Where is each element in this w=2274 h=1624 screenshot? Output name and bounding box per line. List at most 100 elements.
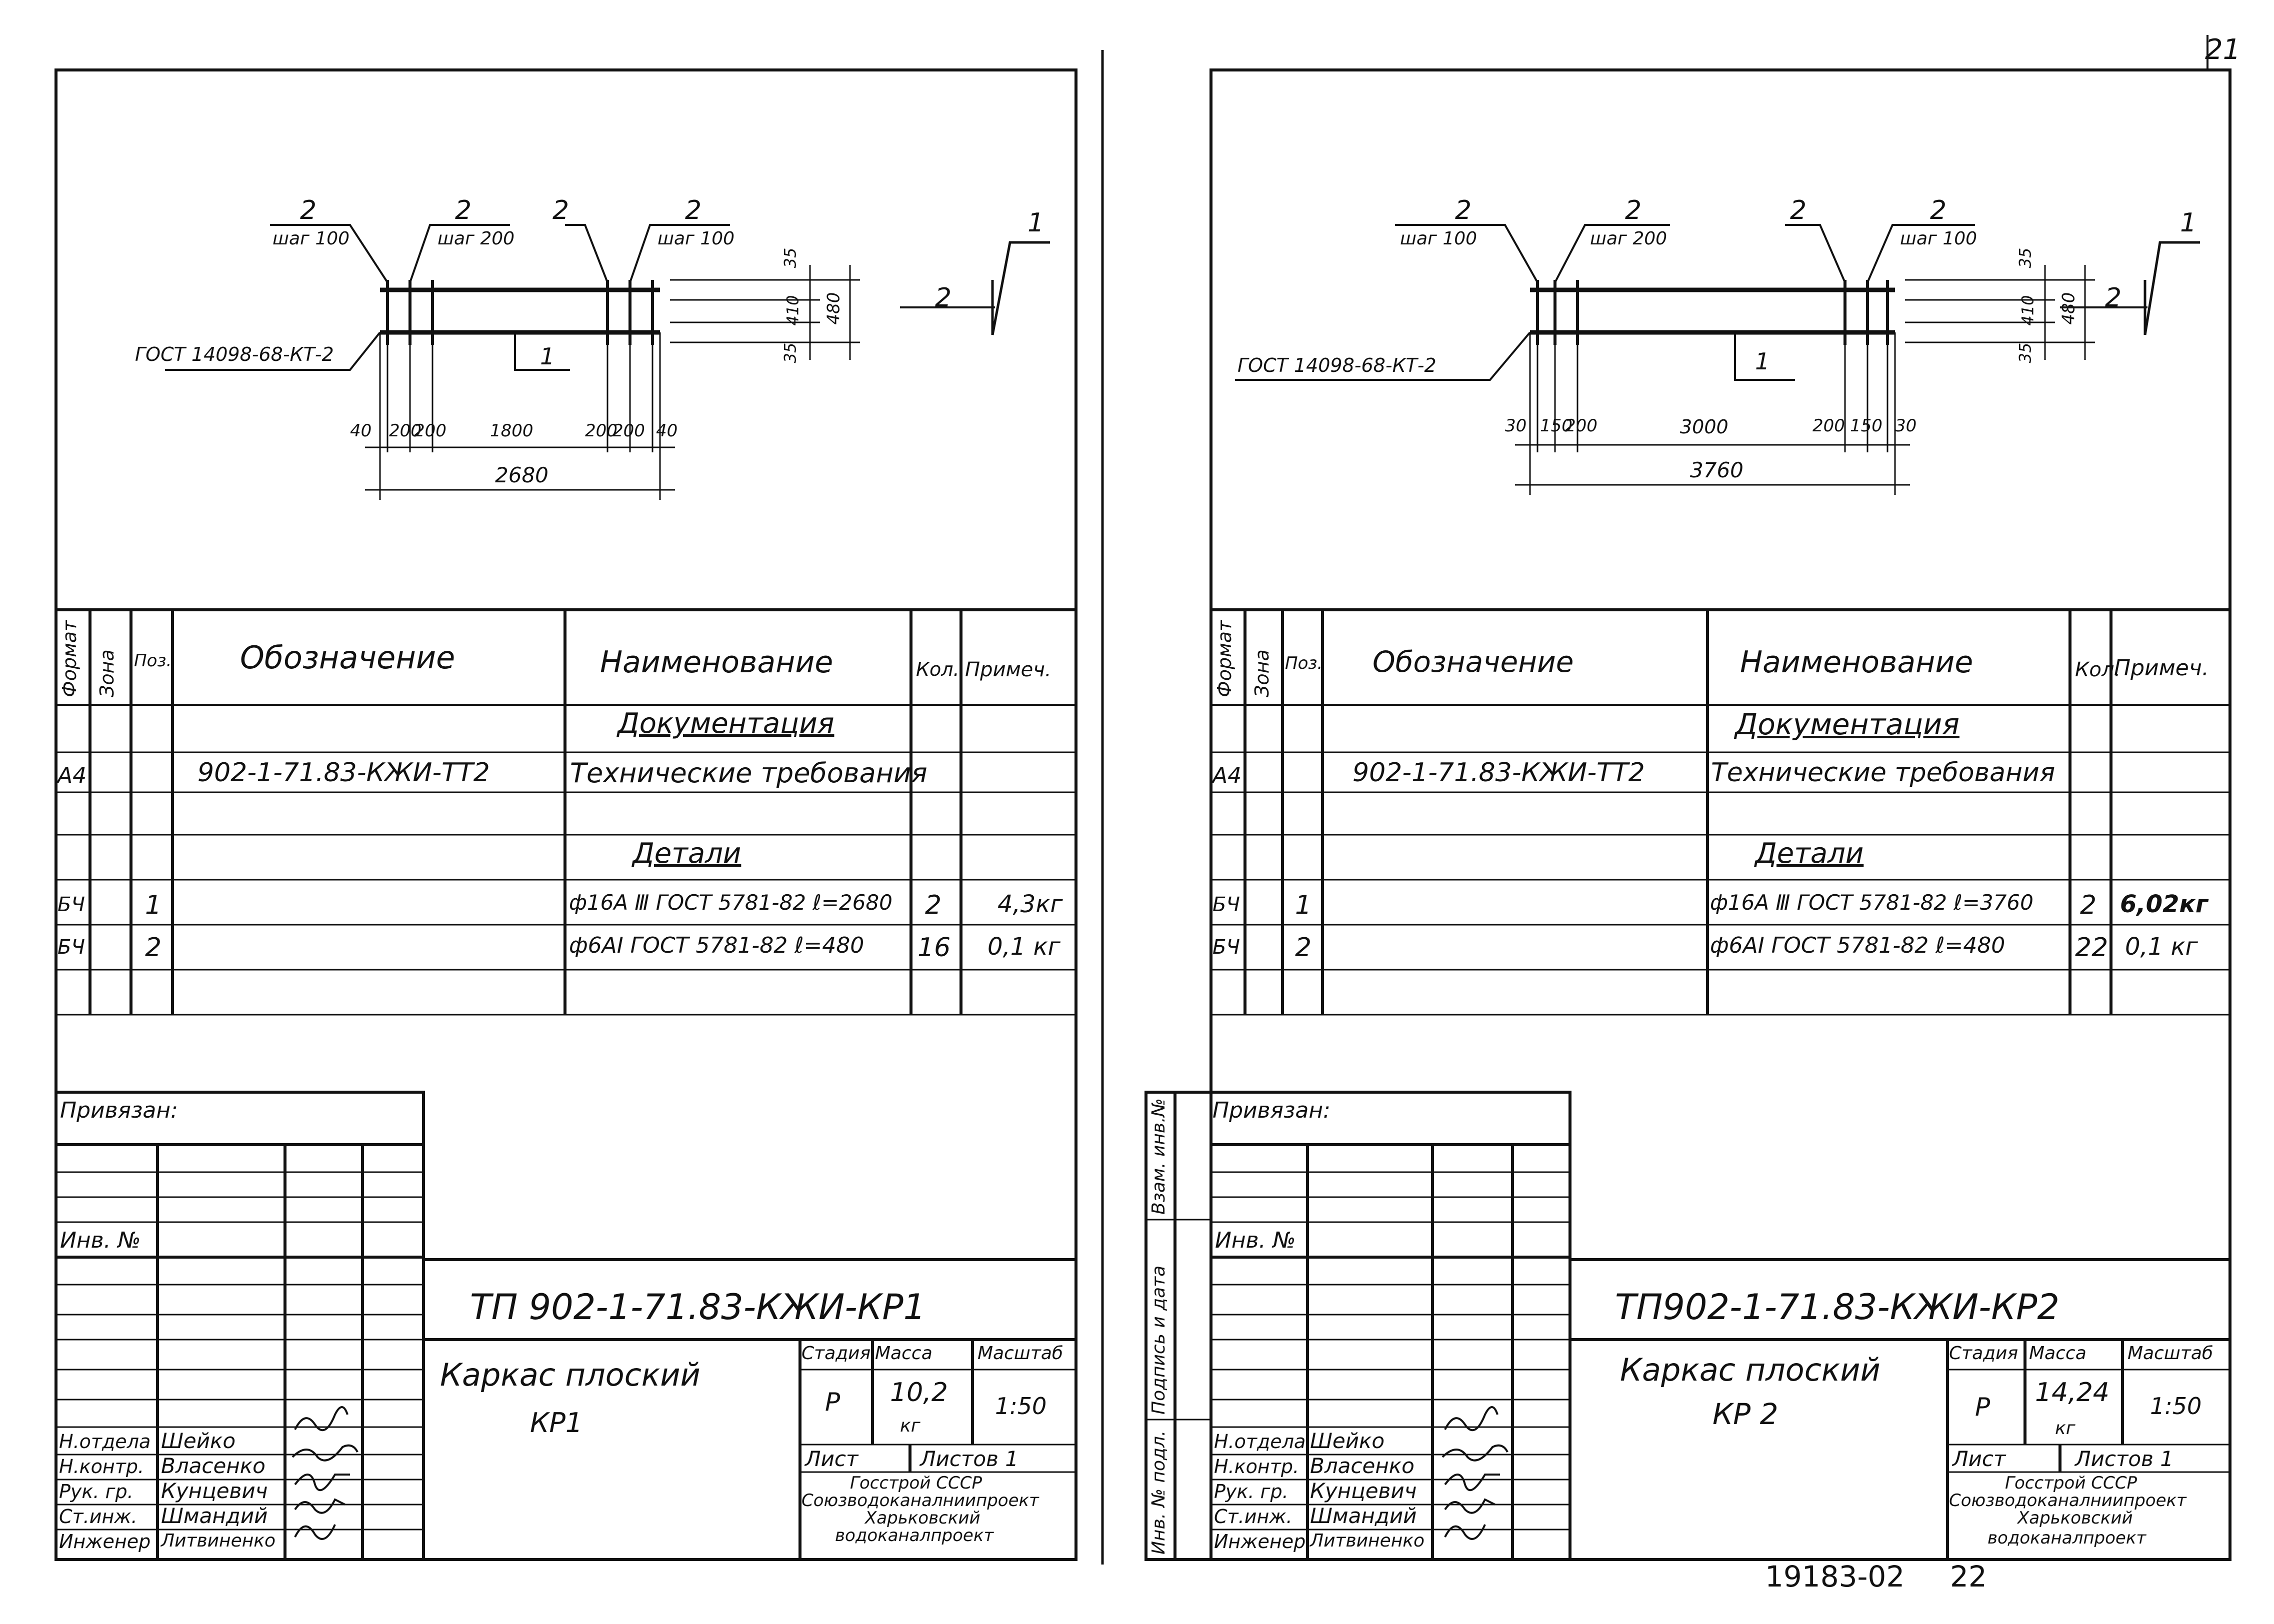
mass-unit: кг bbox=[900, 1416, 920, 1436]
detail-label: 2 bbox=[2105, 283, 2122, 313]
callout-step: шаг 200 bbox=[438, 228, 515, 249]
col-qty: Кол. bbox=[916, 658, 960, 680]
row-designation: 902-1-71.83-КЖИ-ТТ2 bbox=[1352, 758, 1645, 788]
col-designation: Обозначение bbox=[1372, 645, 1574, 679]
person: Кунцевич bbox=[1310, 1479, 1417, 1503]
dim-label: 480 bbox=[824, 292, 844, 325]
dim-label: 40 bbox=[350, 421, 372, 441]
row-name: ф6АI ГОСТ 5781-82 ℓ=480 bbox=[1710, 933, 2006, 958]
stage-label: Стадия bbox=[1949, 1343, 2018, 1364]
person: Власенко bbox=[161, 1454, 266, 1478]
dim-label: 200 bbox=[585, 421, 618, 441]
side-label: Подпись и дата bbox=[1148, 1265, 1169, 1415]
role: Н.контр. bbox=[59, 1456, 144, 1478]
dim-label: 200 bbox=[389, 421, 422, 441]
dim-total: 2680 bbox=[495, 463, 548, 487]
rod-label: 1 bbox=[1755, 348, 1770, 375]
detail-label: 1 bbox=[2180, 208, 2197, 238]
person: Кунцевич bbox=[161, 1479, 268, 1503]
dim-label: 200 bbox=[612, 421, 645, 441]
person: Шмандий bbox=[161, 1504, 268, 1528]
callout-step: шаг 100 bbox=[1900, 228, 1978, 249]
row-format: БЧ bbox=[58, 893, 85, 916]
callout-pos: 2 bbox=[685, 195, 702, 225]
person: Власенко bbox=[1310, 1454, 1414, 1478]
callout-pos: 2 bbox=[1930, 195, 1947, 225]
frame-drawing-kr1 bbox=[165, 224, 1050, 500]
col-zone: Зона bbox=[1251, 649, 1273, 697]
row-format: БЧ bbox=[1212, 893, 1240, 916]
scale-label: Масштаб bbox=[2128, 1343, 2214, 1364]
dim-label: 30 bbox=[1505, 416, 1527, 436]
mass-label: Масса bbox=[2029, 1343, 2086, 1364]
org-line: водоканалпроект bbox=[1988, 1528, 2146, 1548]
callout-pos: 2 bbox=[1790, 195, 1807, 225]
col-pos: Поз. bbox=[134, 651, 172, 671]
title-line2: КР 2 bbox=[1712, 1397, 1778, 1431]
col-format: Формат bbox=[1214, 620, 1236, 697]
col-format: Формат bbox=[58, 620, 80, 697]
role: Рук. гр. bbox=[1214, 1481, 1288, 1503]
dim-label: 35 bbox=[780, 247, 800, 268]
section-details: Детали bbox=[632, 837, 742, 870]
mass-label: Масса bbox=[875, 1343, 932, 1364]
row-note: 4,3кг bbox=[998, 890, 1063, 918]
row-note: 6,02кг bbox=[2120, 890, 2208, 918]
callout-step: шаг 100 bbox=[272, 228, 350, 249]
gost-label: ГОСТ 14098-68-КТ-2 bbox=[135, 343, 334, 365]
rod-label: 1 bbox=[540, 343, 555, 370]
org-line: водоканалпроект bbox=[835, 1526, 994, 1546]
dim-label: 3000 bbox=[1680, 416, 1728, 438]
sheet-label: Лист bbox=[1952, 1447, 2006, 1471]
row-format: БЧ bbox=[1212, 936, 1240, 959]
row-note: 0,1 кг bbox=[988, 933, 1060, 961]
dim-label: 410 bbox=[2018, 295, 2038, 326]
org-line: Госстрой СССР bbox=[2005, 1473, 2137, 1493]
row-qty: 16 bbox=[918, 933, 951, 963]
dim-label: 35 bbox=[2016, 342, 2035, 363]
row-note: 0,1 кг bbox=[2125, 933, 2198, 961]
row-format: А4 bbox=[1212, 763, 1242, 788]
col-designation: Обозначение bbox=[240, 639, 456, 676]
dim-label: 40 bbox=[656, 421, 678, 441]
col-qty: Кол. bbox=[2075, 658, 2121, 681]
mass-value: 10,2 bbox=[890, 1378, 948, 1408]
org-line: Харьковский bbox=[865, 1508, 980, 1528]
dim-label: 200 bbox=[1565, 416, 1598, 436]
row-name: ф6АI ГОСТ 5781-82 ℓ=480 bbox=[569, 933, 864, 958]
callout-pos: 2 bbox=[300, 195, 317, 225]
col-note: Примеч. bbox=[965, 658, 1052, 681]
mass-value: 14,24 bbox=[2035, 1378, 2110, 1408]
archive-number: 19183-02 bbox=[1765, 1560, 1905, 1594]
sheets-count: Листов 1 bbox=[2075, 1447, 2174, 1471]
row-pos: 1 bbox=[1295, 890, 1312, 920]
callout-step: шаг 100 bbox=[1400, 228, 1478, 249]
side-label: Инв. № подл. bbox=[1148, 1430, 1169, 1555]
row-designation: 902-1-71.83-КЖИ-ТТ2 bbox=[198, 758, 490, 788]
section-documentation: Документация bbox=[618, 707, 834, 740]
row-qty: 22 bbox=[2075, 933, 2108, 963]
stage-value: Р bbox=[825, 1388, 840, 1417]
callout-step: шаг 100 bbox=[658, 228, 735, 249]
stage-label: Стадия bbox=[802, 1343, 871, 1364]
title-line2: КР1 bbox=[530, 1407, 583, 1439]
stage-value: Р bbox=[1975, 1393, 1990, 1422]
dim-label: 200 bbox=[414, 421, 446, 441]
row-pos: 2 bbox=[1295, 933, 1312, 963]
dim-label: 200 bbox=[1812, 416, 1845, 436]
role: Ст.инж. bbox=[1214, 1506, 1292, 1528]
archive-sheet: 22 bbox=[1950, 1560, 1987, 1594]
col-zone: Зона bbox=[96, 649, 118, 697]
page-number: 21 bbox=[2205, 33, 2241, 66]
col-note: Примеч. bbox=[2114, 655, 2209, 681]
signatures bbox=[292, 1406, 1508, 1540]
detail-label: 2 bbox=[935, 283, 952, 313]
inv-label: Инв. № bbox=[1215, 1228, 1296, 1253]
org-line: Союзводоканалниипроект bbox=[1949, 1491, 2186, 1511]
section-documentation: Документация bbox=[1735, 707, 1960, 741]
sheets-count: Листов 1 bbox=[920, 1447, 1018, 1471]
dim-label: 150 bbox=[1850, 416, 1882, 436]
col-name: Наименование bbox=[600, 645, 834, 680]
row-pos: 1 bbox=[145, 890, 162, 920]
